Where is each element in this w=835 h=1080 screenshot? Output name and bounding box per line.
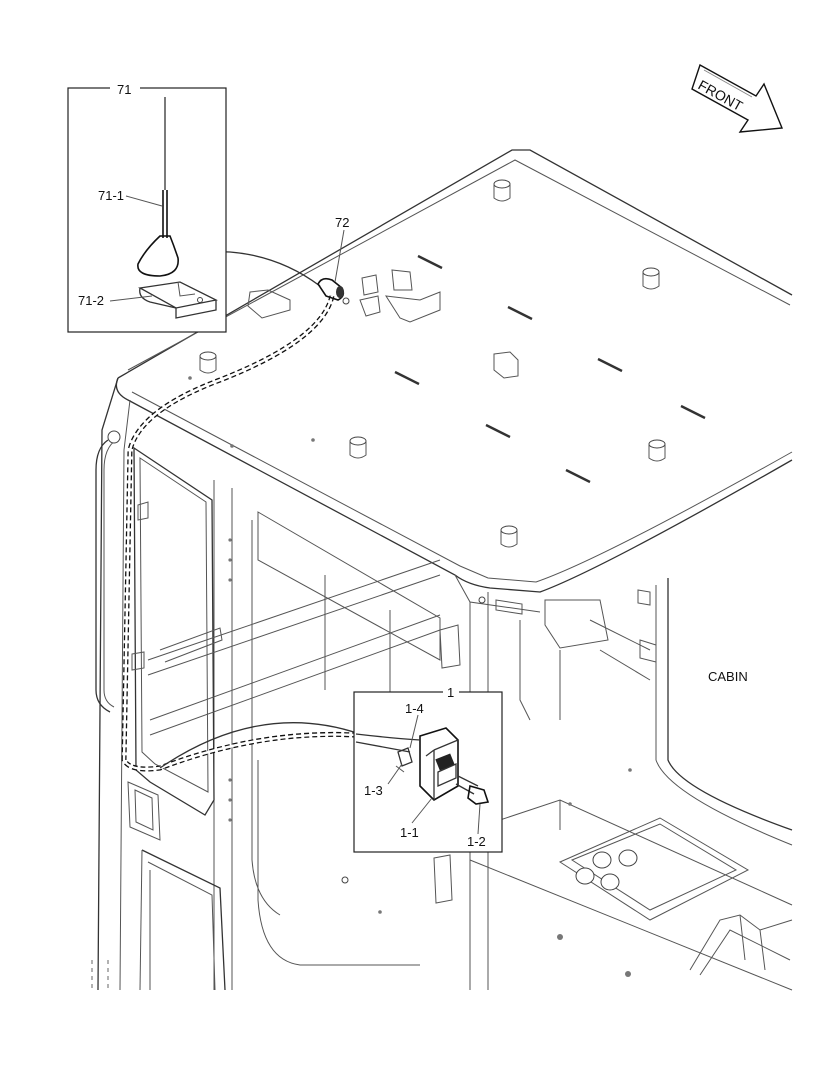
roof-boss bbox=[642, 267, 660, 290]
label-72: 72 bbox=[335, 215, 349, 230]
callout-72: 72 bbox=[334, 215, 349, 283]
callout-box-1: 1 1-4 1-3 1-1 1-2 bbox=[353, 684, 503, 853]
connector-72 bbox=[317, 277, 345, 301]
roof-boss bbox=[349, 436, 367, 459]
bracket-1-3 bbox=[395, 747, 413, 773]
cab-structure bbox=[91, 149, 793, 991]
label-71-1: 71-1 bbox=[98, 188, 124, 203]
label-71: 71 bbox=[117, 82, 131, 97]
label-71-2: 71-2 bbox=[78, 293, 104, 308]
roof-boss bbox=[199, 351, 217, 374]
label-1-4: 1-4 bbox=[405, 701, 424, 716]
front-arrow-icon: FRONT bbox=[691, 63, 784, 133]
roof-boss bbox=[500, 525, 518, 548]
connector-1-2 bbox=[455, 775, 490, 805]
antenna-71-1 bbox=[137, 97, 179, 277]
roof-details bbox=[188, 179, 706, 977]
label-1: 1 bbox=[447, 685, 454, 700]
label-1-3: 1-3 bbox=[364, 783, 383, 798]
callout-box-71: 71 71-1 71-2 bbox=[67, 80, 227, 333]
radio-unit-1-1 bbox=[419, 727, 459, 802]
roof-boss bbox=[648, 439, 666, 462]
cabin-label: CABIN bbox=[708, 669, 748, 684]
roof-boss bbox=[493, 179, 511, 202]
label-1-1: 1-1 bbox=[400, 825, 419, 840]
label-1-2: 1-2 bbox=[467, 834, 486, 849]
